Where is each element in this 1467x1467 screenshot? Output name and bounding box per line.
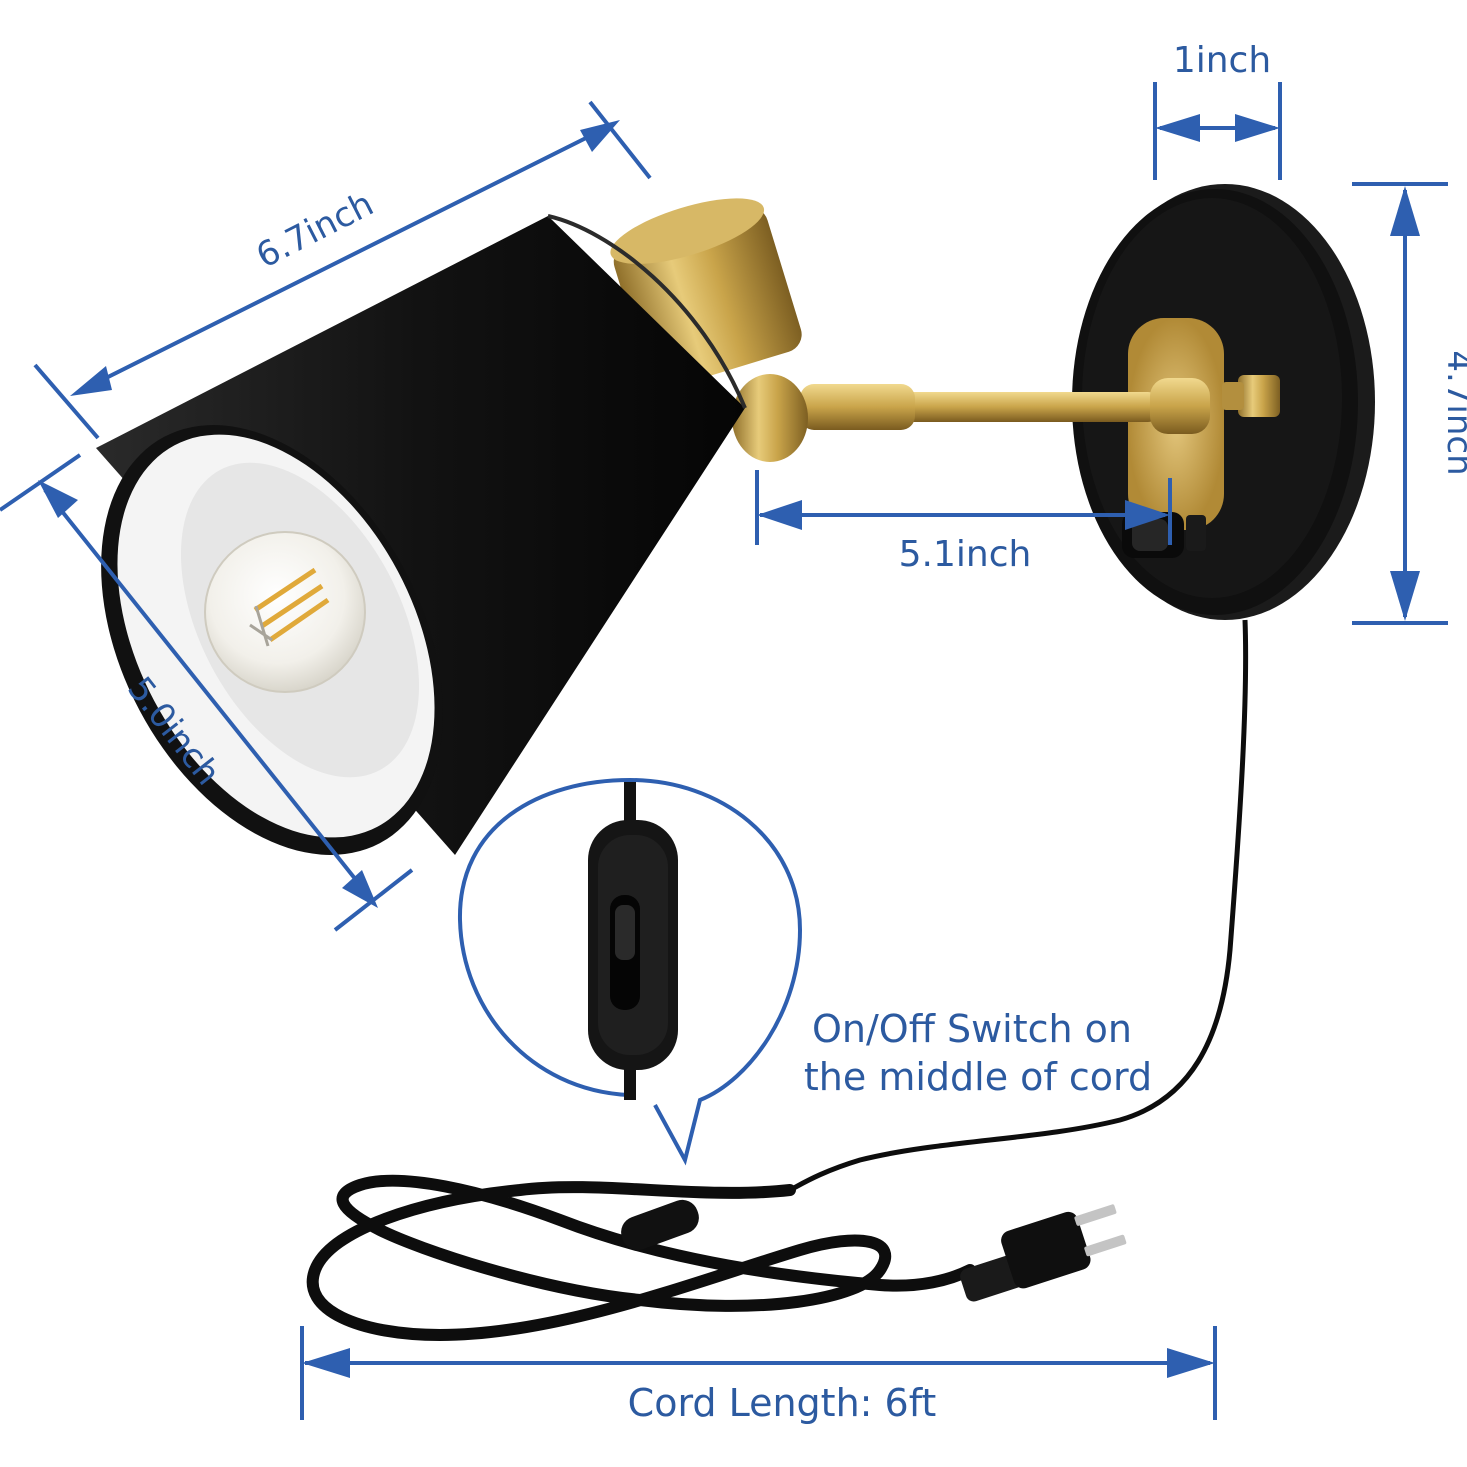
- dimension-arm-length: [755, 470, 1172, 545]
- coil-inline-switch: [621, 1199, 699, 1251]
- two-prong-plug-icon: [960, 1204, 1127, 1302]
- dimension-shade-opening: [0, 453, 414, 932]
- dimension-cord-length: [300, 1326, 1217, 1420]
- coiled-cord-with-plug: [306, 1174, 1127, 1342]
- label-cord-length: Cord Length: 6ft: [628, 1381, 937, 1425]
- inline-rocker-switch-icon: [588, 820, 678, 1070]
- callout-text-line2: the middle of cord: [804, 1055, 1152, 1099]
- label-shade-length: 6.7inch: [250, 184, 380, 277]
- black-lamp-shade: [96, 214, 747, 855]
- switch-callout-bubble: [457, 777, 803, 1166]
- brass-arm: [732, 374, 1210, 462]
- dimension-shade-length: [33, 100, 652, 440]
- label-base-depth: 1inch: [1173, 40, 1271, 81]
- callout-text-line1: On/Off Switch on: [812, 1007, 1132, 1051]
- knurled-screw: [1238, 375, 1280, 417]
- label-arm-length: 5.1inch: [899, 534, 1032, 575]
- dimension-base-height: [1352, 182, 1448, 625]
- power-cord: [788, 619, 1249, 1193]
- edison-bulb-icon: [204, 531, 366, 693]
- dimension-base-depth: [1153, 82, 1282, 180]
- label-base-height: 4.7inch: [1439, 350, 1467, 475]
